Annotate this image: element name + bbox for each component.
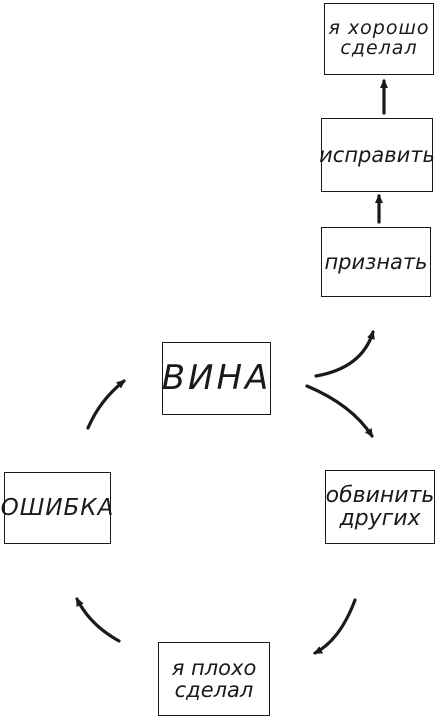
box-blame-others-line-1: обвинить bbox=[325, 482, 435, 508]
box-did-well-line-2: сделал bbox=[340, 37, 418, 59]
arrow-blame-to-did-badly bbox=[313, 598, 357, 655]
box-mistake: ОШИБКА bbox=[1, 472, 113, 544]
box-guilt: ВИНА bbox=[162, 342, 271, 415]
box-did-badly: я плохо сделал bbox=[158, 642, 270, 716]
box-admit: признать bbox=[321, 227, 431, 297]
box-admit-label: признать bbox=[324, 249, 428, 274]
arrow-guilt-to-admit bbox=[314, 330, 375, 378]
box-guilt-label: ВИНА bbox=[161, 357, 272, 398]
box-did-well: я хорошо сделал bbox=[324, 3, 434, 75]
box-fix: исправить bbox=[319, 118, 435, 192]
box-blame-others-line-2: других bbox=[339, 506, 421, 531]
box-blame-others: обвинить других bbox=[325, 470, 435, 544]
arrow-did-badly-to-mistake bbox=[75, 597, 121, 643]
box-did-badly-line-1: я плохо bbox=[171, 655, 257, 680]
arrow-guilt-to-blame bbox=[305, 384, 374, 438]
box-mistake-label: ОШИБКА bbox=[0, 494, 115, 521]
box-did-well-line-1: я хорошо bbox=[328, 17, 430, 40]
box-did-badly-line-2: сделал bbox=[174, 678, 254, 702]
box-fix-label: исправить bbox=[319, 142, 435, 167]
arrow-mistake-to-guilt bbox=[86, 379, 126, 430]
